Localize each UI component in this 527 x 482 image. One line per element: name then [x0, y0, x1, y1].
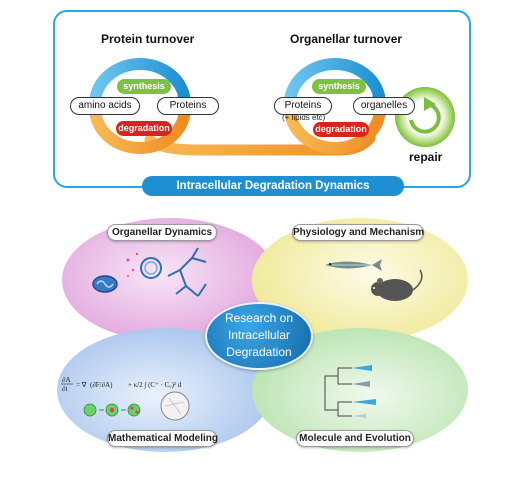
lipids-note: (+ lipids etc) — [282, 113, 326, 122]
physiology-mechanism-label: Physiology and Mechanism — [292, 224, 424, 241]
organelles-node: organelles — [353, 97, 415, 115]
repair-ring — [395, 87, 455, 147]
protein-turnover-title: Protein turnover — [101, 32, 195, 46]
molecule-evolution-label: Molecule and Evolution — [296, 430, 414, 447]
mitochondrion-image — [92, 275, 118, 293]
vesicle-sphere-image — [160, 391, 190, 421]
center-line-1: Research on — [224, 311, 294, 325]
molecule-evolution-ellipse — [252, 328, 468, 452]
svg-text:= ∇: = ∇ — [76, 381, 87, 389]
vesicle-dots-image — [126, 252, 139, 277]
phylogenetic-tree-image — [324, 367, 352, 417]
research-center-circle: Research on Intracellular Degradation — [205, 302, 313, 370]
svg-text:(∂F/∂A): (∂F/∂A) — [90, 381, 113, 389]
mouse-image — [371, 269, 423, 301]
organelle-degradation-tag: degradation — [313, 122, 369, 137]
organellar-turnover-title: Organellar turnover — [290, 32, 403, 46]
amino-acids-node: amino acids — [70, 97, 140, 115]
svg-text:+ κ/2 ∫ (C⁺ · Cᵤ)² d: + κ/2 ∫ (C⁺ · Cᵤ)² d — [128, 381, 182, 389]
organellar-dynamics-label: Organellar Dynamics — [107, 224, 217, 241]
organelle-synthesis-tag: synthesis — [312, 79, 366, 94]
physiology-ellipse — [252, 218, 468, 342]
protein-degradation-tag: degradation — [116, 121, 172, 136]
svg-text:∂t: ∂t — [62, 385, 67, 393]
center-line-2: Intracellular — [227, 328, 291, 342]
organelle-proteins-node: Proteins — [274, 97, 332, 115]
simulation-cells-image — [83, 403, 141, 417]
svg-text:∂A: ∂A — [62, 376, 71, 384]
mathematical-modeling-label: Mathematical Modeling — [107, 430, 218, 447]
degradation-dynamics-banner: Intracellular Degradation Dynamics — [142, 176, 404, 196]
equation-image: ∂A∂t = ∇ (∂F/∂A) + κ/2 ∫ (C⁺ · Cᵤ)² d — [61, 376, 182, 393]
tree-clade-triangles — [352, 365, 376, 418]
zebrafish-image — [325, 259, 382, 271]
proteins-node: Proteins — [157, 97, 219, 115]
protein-synthesis-tag: synthesis — [117, 79, 171, 94]
er-network-image — [167, 247, 207, 297]
repair-label: repair — [409, 150, 443, 164]
center-line-3: Degradation — [226, 345, 292, 359]
autophagosome-image — [140, 257, 162, 279]
